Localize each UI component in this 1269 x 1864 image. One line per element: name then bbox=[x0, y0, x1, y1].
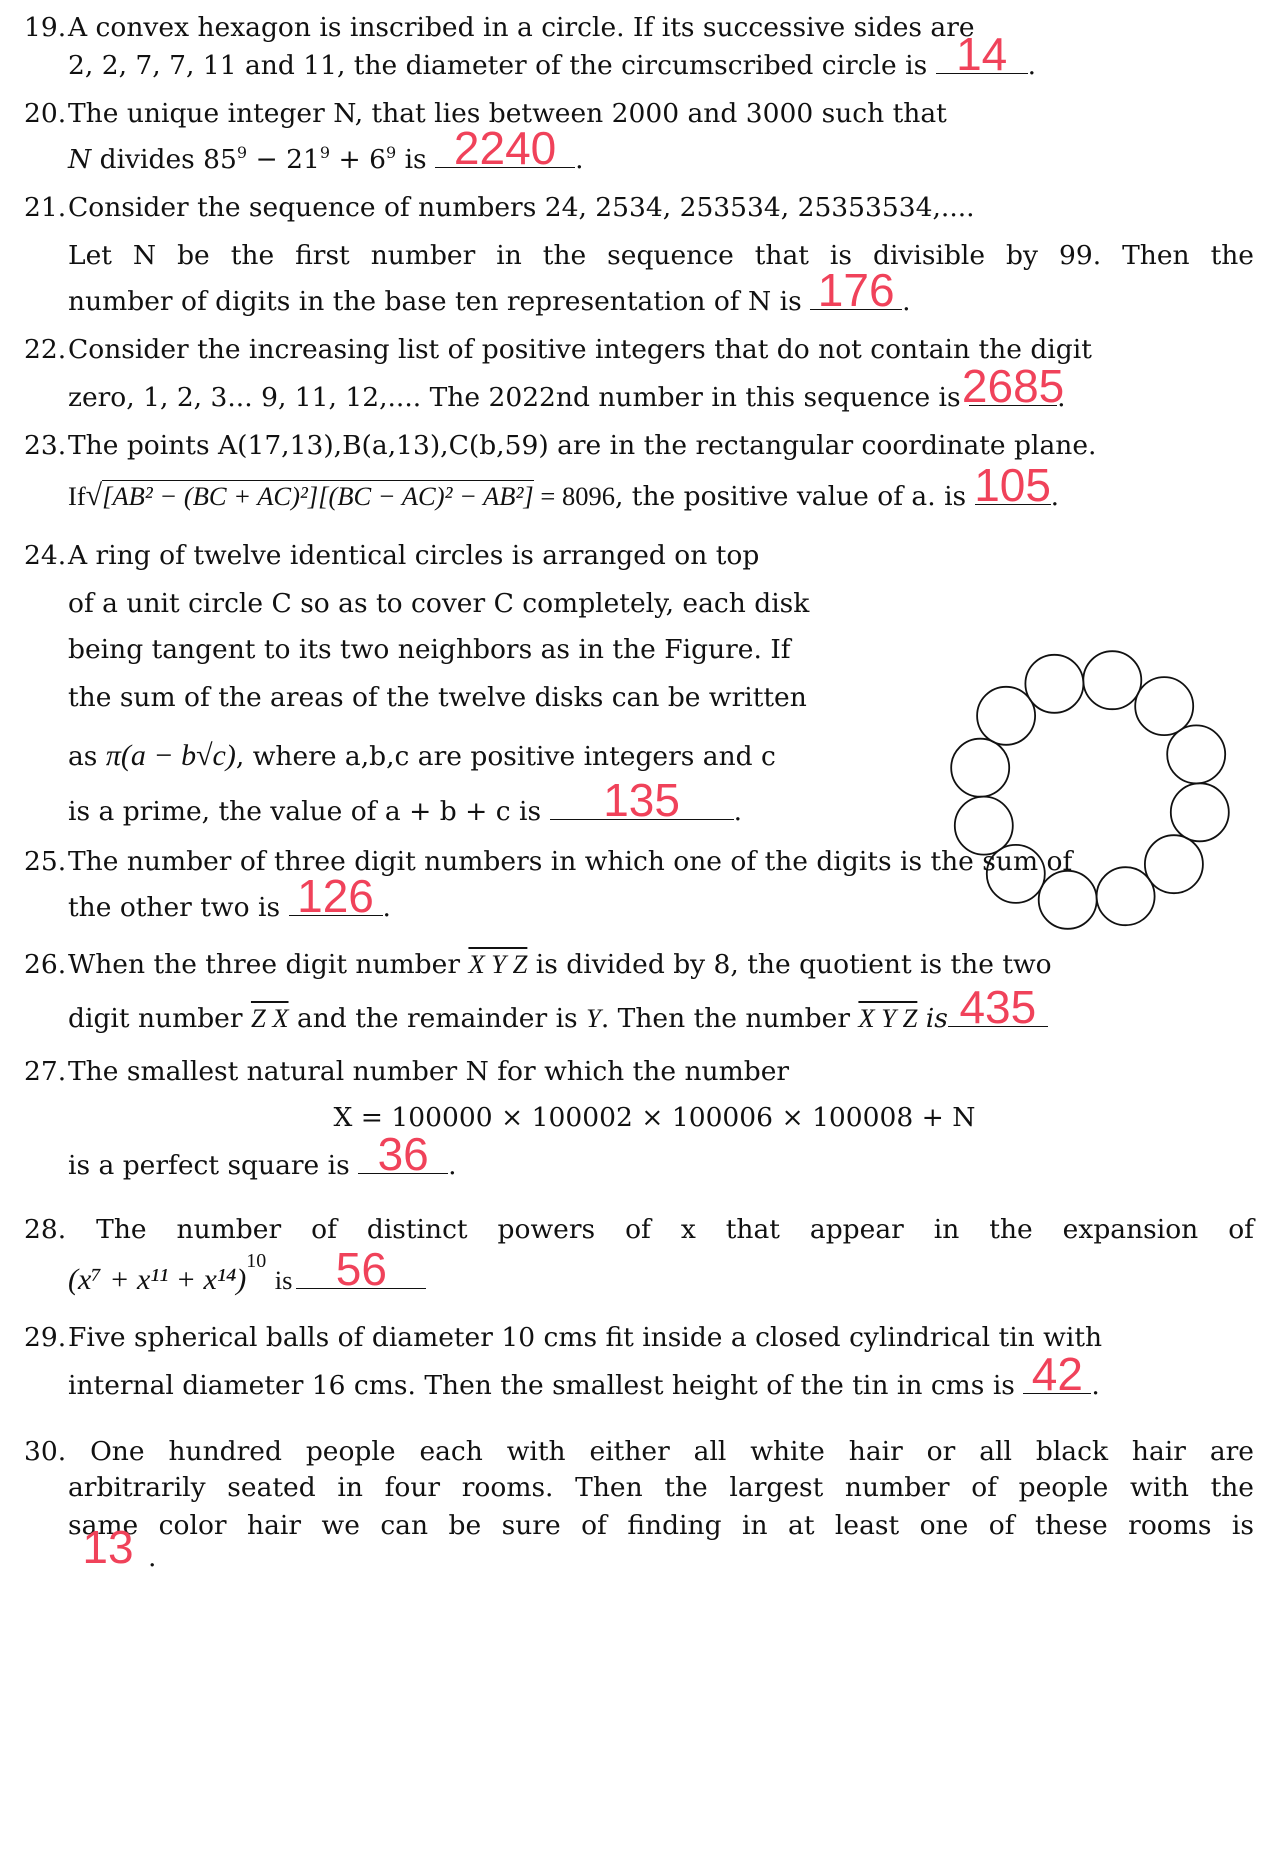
q20-line2: N divides 859 − 219 + 69 is 2240. bbox=[68, 122, 584, 175]
ring-circle bbox=[950, 737, 1011, 798]
q26-line1: 26.When the three digit number X Y Z is … bbox=[24, 949, 1052, 980]
answer-435: 435 bbox=[959, 981, 1037, 1033]
q25-line2: the other two is 126. bbox=[68, 870, 391, 923]
question-number: 19. bbox=[24, 12, 67, 43]
ring-circle bbox=[1095, 866, 1156, 927]
q30-line2: arbitrarily seated in four rooms. Then t… bbox=[68, 1472, 1254, 1503]
ring-circle bbox=[1024, 653, 1085, 714]
q26-line2: digit number Z X and the remainder is Y.… bbox=[68, 984, 1048, 1047]
answer-blank: 105 bbox=[974, 462, 1051, 508]
answer-blank: 14 bbox=[935, 31, 1028, 77]
q22-line2: zero, 1, 2, 3... 9, 11, 12,.... The 2022… bbox=[68, 360, 1066, 413]
q25-line1: 25.The number of three digit numbers in … bbox=[24, 846, 1073, 877]
q19-line2: 2, 2, 7, 7, 11 and 11, the diameter of t… bbox=[68, 28, 1037, 81]
answer-blank: 56 bbox=[296, 1246, 427, 1292]
radicand: [AB² − (BC + AC)²][(BC − AC)² − AB²] bbox=[102, 480, 534, 511]
q22-line1: 22.Consider the increasing list of posit… bbox=[24, 334, 1092, 365]
q19-line1: 19.A convex hexagon is inscribed in a ci… bbox=[24, 0, 975, 56]
q24-line5: as π(a − b√c), where a,b,c are positive … bbox=[68, 739, 776, 772]
q21-line1: 21.Consider the sequence of numbers 24, … bbox=[24, 192, 975, 223]
q24-line2: of a unit circle C so as to cover C comp… bbox=[68, 588, 810, 619]
ring-circle bbox=[1134, 676, 1195, 736]
answer-135: 135 bbox=[603, 774, 680, 826]
ring-circle bbox=[1082, 650, 1143, 711]
answer-blank: 435 bbox=[947, 984, 1048, 1030]
q24-line3: being tangent to its two neighbors as in… bbox=[68, 634, 791, 665]
q27-line1: 27.The smallest natural number N for whi… bbox=[24, 1056, 790, 1087]
answer-blank: 42 bbox=[1023, 1351, 1092, 1397]
overline-xyz-2: X Y Z bbox=[858, 1003, 918, 1033]
answer-176: 176 bbox=[817, 264, 895, 316]
sqrt-sign: √ bbox=[85, 479, 103, 512]
answer-2240: 2240 bbox=[453, 122, 557, 174]
answer-blank: 13 bbox=[68, 1524, 148, 1570]
answer-126: 126 bbox=[297, 870, 374, 922]
ring-circle bbox=[1143, 834, 1204, 895]
answer-36: 36 bbox=[377, 1128, 429, 1180]
q20-line1: 20.The unique integer N, that lies betwe… bbox=[24, 98, 947, 129]
q24-line1: 24.A ring of twelve identical circles is… bbox=[24, 540, 760, 571]
q24-line6: is a prime, the value of a + b + c is 13… bbox=[68, 774, 742, 827]
q21-line2: Let N be the first number in the sequenc… bbox=[68, 240, 1254, 271]
overline-zx: Z X bbox=[250, 1003, 289, 1033]
ring-circle bbox=[976, 685, 1036, 746]
q28-line1: 28. The number of distinct powers of x t… bbox=[24, 1214, 1254, 1245]
ring-circle bbox=[1037, 869, 1098, 930]
answer-blank: 176 bbox=[810, 267, 903, 313]
q23-line2: If√[AB² − (BC + AC)²][(BC − AC)² − AB²] … bbox=[68, 459, 1060, 512]
ring-circle bbox=[985, 843, 1046, 904]
q21-line3: number of digits in the base ten represe… bbox=[68, 264, 911, 317]
q29-line2: internal diameter 16 cms. Then the small… bbox=[68, 1348, 1100, 1401]
q27-equation: X = 100000 × 100002 × 100006 × 100008 + … bbox=[333, 1102, 976, 1133]
q24-line4: the sum of the areas of the twelve disks… bbox=[68, 682, 807, 713]
answer-105: 105 bbox=[974, 459, 1051, 511]
answer-blank: 36 bbox=[358, 1131, 449, 1177]
answer-blank: 2240 bbox=[435, 125, 576, 171]
answer-blank: 2685 bbox=[962, 363, 1064, 409]
answer-14: 14 bbox=[956, 28, 1008, 80]
answer-blank: 126 bbox=[288, 873, 383, 919]
answer-2685: 2685 bbox=[961, 360, 1065, 412]
q30-line3: same color hair we can be sure of findin… bbox=[68, 1510, 1254, 1541]
ring-circle bbox=[1166, 724, 1227, 785]
overline-xyz: X Y Z bbox=[468, 949, 528, 979]
answer-42: 42 bbox=[1031, 1348, 1083, 1400]
answer-13: 13 bbox=[82, 1521, 134, 1573]
q30-line1: 30. One hundred people each with either … bbox=[24, 1436, 1254, 1467]
formula: π(a − b√c) bbox=[105, 739, 236, 772]
q30-line4: 13. bbox=[68, 1524, 156, 1586]
q27-line3: is a perfect square is 36. bbox=[68, 1128, 457, 1181]
q23-line1: 23.The points A(17,13),B(a,13),C(b,59) a… bbox=[24, 430, 1097, 461]
q29-line1: 29.Five spherical balls of diameter 10 c… bbox=[24, 1322, 1103, 1353]
ring-circle bbox=[1169, 782, 1230, 843]
ring-of-circles-figure bbox=[950, 650, 1230, 930]
answer-blank: 135 bbox=[549, 777, 734, 823]
answer-56: 56 bbox=[335, 1243, 387, 1295]
expansion-expr: (x⁷ + x¹¹ + x¹⁴) bbox=[68, 1263, 247, 1296]
